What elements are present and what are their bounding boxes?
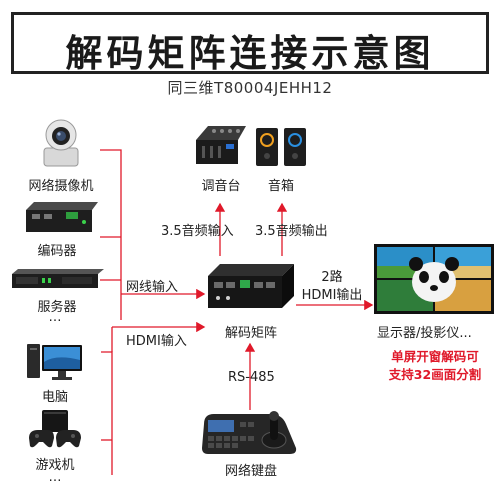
server-label: 服务器 <box>37 300 77 315</box>
pc-label: 电脑 <box>41 390 68 405</box>
title-banner: 解码矩阵连接示意图 <box>11 12 489 75</box>
model-number: 同三维T80004JEHH12 <box>167 79 333 97</box>
server-icon <box>12 269 104 288</box>
network-keyboard-label: 网络键盘 <box>224 464 277 479</box>
audio-lines <box>214 202 288 256</box>
network-input-label: 网线输入 <box>126 280 179 295</box>
speaker-icon <box>256 128 306 166</box>
hdmi-output-label-line1: 2路 <box>321 270 343 285</box>
ellipsis-top: … <box>48 310 62 325</box>
feature-line-2: 支持32画面分割 <box>388 367 482 382</box>
display-label: 显示器/投影仪... <box>377 326 472 341</box>
encoder-icon <box>26 202 98 232</box>
encoder-label: 编码器 <box>37 244 77 259</box>
camera-label: 网络摄像机 <box>28 179 94 194</box>
audio-output-label: 3.5音频输出 <box>255 224 328 239</box>
game-console-icon <box>29 410 81 448</box>
pc-icon <box>27 344 82 380</box>
hdmi-output-label-line2: HDMI输出 <box>301 288 363 303</box>
network-keyboard-icon <box>202 411 297 454</box>
mixer-label: 调音台 <box>201 179 241 194</box>
hdmi-input-lines <box>101 321 206 475</box>
camera-icon <box>43 119 79 167</box>
speaker-label: 音箱 <box>267 179 294 194</box>
decoder-matrix-label: 解码矩阵 <box>224 326 277 341</box>
audio-input-label: 3.5音频输入 <box>161 224 234 239</box>
hdmi-input-label: HDMI输入 <box>126 334 187 349</box>
display-wall-icon <box>374 244 494 314</box>
network-input-lines <box>100 149 206 320</box>
mixer-icon <box>196 126 246 164</box>
game-console-label: 游戏机 <box>35 458 75 473</box>
rs485-label: RS-485 <box>228 370 275 385</box>
ellipsis-bottom: … <box>48 470 62 485</box>
decoder-matrix-icon <box>208 264 294 308</box>
page-title: 解码矩阵连接示意图 <box>65 32 435 75</box>
feature-line-1: 单屏开窗解码可 <box>391 349 479 364</box>
